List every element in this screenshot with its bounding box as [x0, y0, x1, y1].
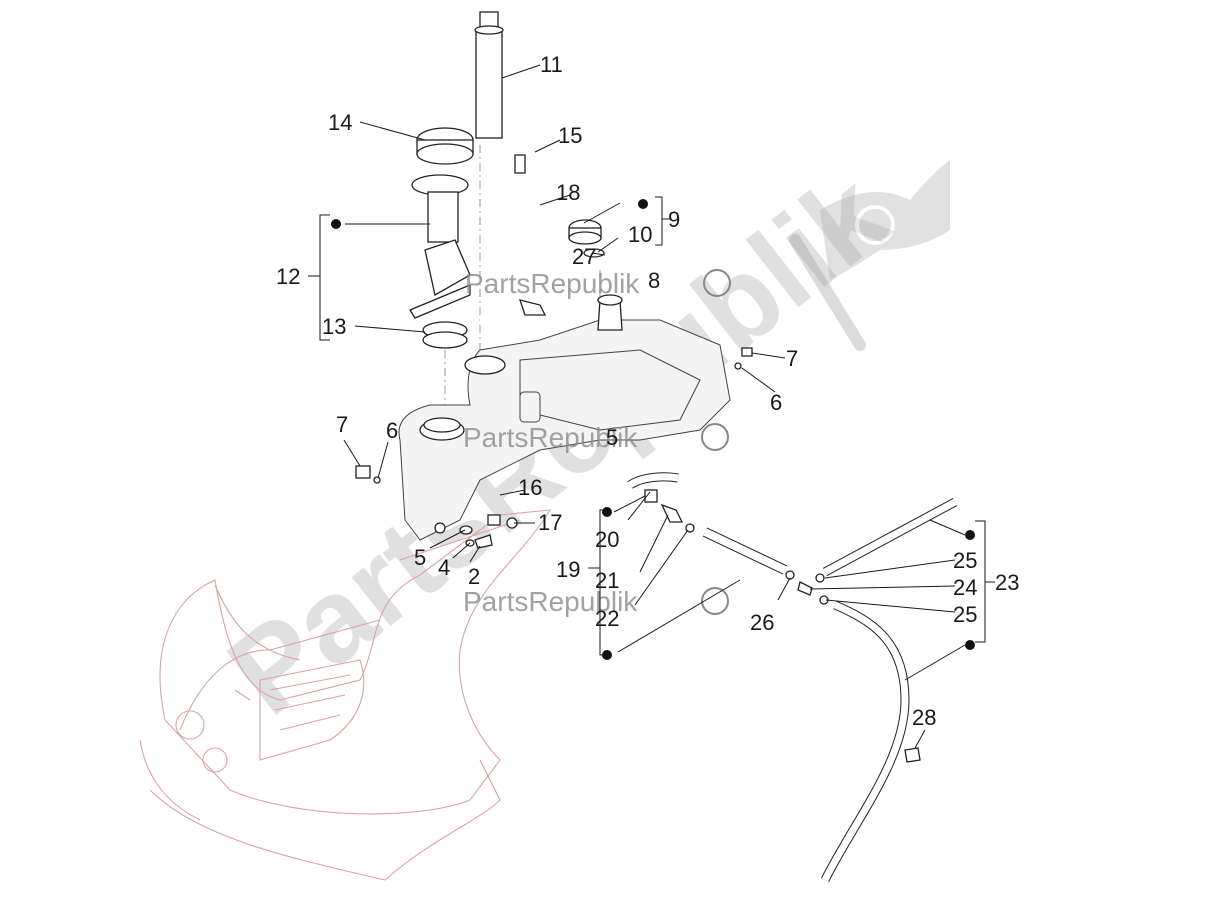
drain-hose-assembly [785, 498, 958, 883]
vent-hose-assembly [627, 472, 788, 575]
watermark-small-text-3: PartsRepublik [463, 586, 638, 617]
watermark-small-text-1: PartsRepublik [465, 268, 640, 299]
callout-8: 8 [648, 268, 660, 293]
fuel-hose-upper [479, 154, 548, 323]
callout-6-right: 6 [770, 390, 782, 415]
callout-25-bottom: 25 [953, 602, 977, 627]
watermark-small-3: PartsRepublik [463, 586, 729, 617]
kit-dot [602, 650, 612, 660]
fuel-level-sender [474, 11, 504, 139]
callout-9: 9 [668, 207, 680, 232]
kit-dots [331, 199, 975, 660]
callout-labels: 11 14 15 18 9 10 27 8 12 13 7 6 7 6 5 16… [276, 52, 1019, 730]
callout-18: 18 [556, 180, 580, 205]
pump-seal-ring [422, 321, 468, 349]
kit-dot [638, 199, 648, 209]
kit-dot [331, 219, 341, 229]
callout-27: 27 [572, 244, 596, 269]
callout-12: 12 [276, 264, 300, 289]
watermark-small-2: PartsRepublik [463, 422, 729, 453]
filler-cap [568, 219, 605, 258]
callout-26: 26 [750, 610, 774, 635]
kit-dot [965, 640, 975, 650]
small-fasteners [355, 347, 753, 549]
kit-dot [965, 530, 975, 540]
callout-25-top: 25 [953, 548, 977, 573]
callout-2: 2 [468, 564, 480, 589]
callout-17: 17 [538, 510, 562, 535]
watermark-logo [789, 160, 950, 351]
fuel-tank [398, 294, 731, 541]
callout-4: 4 [438, 555, 450, 580]
scooter-frame [139, 509, 552, 881]
callout-28: 28 [912, 705, 936, 730]
watermark-small-1: PartsRepublik [465, 268, 731, 299]
callout-24: 24 [953, 575, 977, 600]
callout-19: 19 [556, 557, 580, 582]
callout-23: 23 [995, 570, 1019, 595]
callout-14: 14 [328, 110, 352, 135]
callout-5-bolt: 5 [414, 545, 426, 570]
callout-16: 16 [518, 475, 542, 500]
callout-7-right: 7 [786, 346, 798, 371]
callout-15: 15 [558, 123, 582, 148]
watermark-small-text-2: PartsRepublik [463, 422, 638, 453]
ring-nut [416, 127, 474, 165]
callout-20: 20 [595, 527, 619, 552]
fuel-pump [409, 174, 471, 319]
callout-22: 22 [595, 606, 619, 631]
callout-10: 10 [628, 222, 652, 247]
callout-11: 11 [540, 52, 563, 77]
callout-21: 21 [595, 568, 619, 593]
callout-7-left: 7 [336, 412, 348, 437]
callout-13: 13 [322, 314, 346, 339]
callout-5-tank: 5 [606, 425, 618, 450]
kit-dot [602, 507, 612, 517]
callout-6-left: 6 [386, 418, 398, 443]
